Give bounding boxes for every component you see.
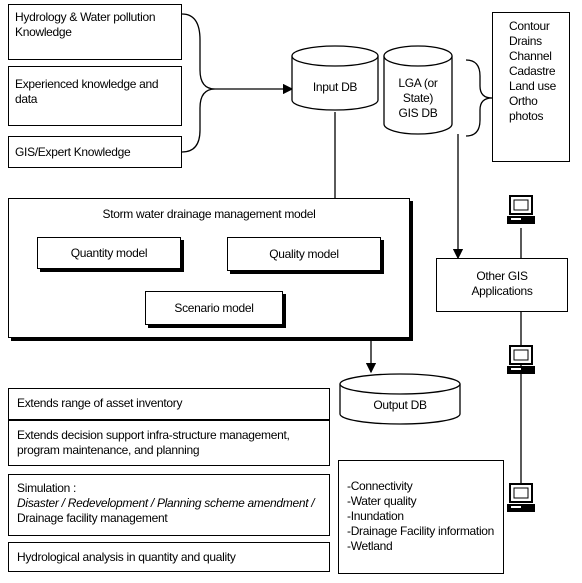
knowledge-hydrology-box: Hydrology & Water pollution Knowledge	[8, 4, 182, 60]
knowledge-hydrology-label: Hydrology & Water pollution Knowledge	[15, 10, 156, 39]
output-item: -Wetland	[347, 539, 393, 553]
simulation-detail: Disaster / Redevelopment / Planning sche…	[17, 496, 315, 510]
outcome-simulation-box: Simulation : Disaster / Redevelopment / …	[8, 474, 330, 536]
scenario-model-box: Scenario model	[145, 291, 283, 325]
storm-water-model-box: Storm water drainage management model Qu…	[8, 198, 410, 338]
knowledge-gis-box: GIS/Expert Knowledge	[8, 136, 182, 168]
computer-icon	[507, 345, 535, 374]
gis-db-line2: GIS DB	[398, 106, 438, 120]
gis-layer-item: Cadastre	[509, 64, 556, 78]
gis-db-cylinder	[383, 45, 453, 135]
computer-icon	[507, 195, 535, 224]
output-item: -Inundation	[347, 509, 404, 523]
outcome-asset-box: Extends range of asset inventory	[8, 388, 330, 420]
output-item: -Connectivity	[347, 479, 413, 493]
output-db-label: Output DB	[373, 398, 427, 412]
outcome-hydro-box: Hydrological analysis in quantity and qu…	[8, 542, 330, 572]
outcome-decision-box: Extends decision support infra-structure…	[8, 420, 330, 466]
knowledge-gis-label: GIS/Expert Knowledge	[15, 145, 131, 159]
gis-layer-item: Land use	[509, 79, 556, 93]
gis-db-label: LGA (or State) GIS DB	[384, 76, 452, 121]
output-item: -Drainage Facility information	[347, 524, 495, 538]
input-db-label: Input DB	[312, 80, 358, 94]
gis-layer-item: Channel	[509, 49, 552, 63]
outcome-hydro-label: Hydrological analysis in quantity and qu…	[17, 550, 236, 564]
computer-icon	[507, 483, 535, 512]
quantity-model-box: Quantity model	[37, 237, 181, 269]
output-item: -Water quality	[347, 494, 417, 508]
quality-model-box: Quality model	[227, 237, 381, 271]
gis-layers-box: Contour Drains Channel Cadastre Land use…	[492, 12, 570, 162]
quality-model-label: Quality model	[269, 247, 339, 261]
model-title: Storm water drainage management model	[102, 207, 316, 221]
outputs-box: -Connectivity -Water quality -Inundation…	[338, 460, 504, 574]
other-gis-line1: Other GIS	[476, 269, 528, 283]
gis-db-line1: LGA (or State)	[398, 76, 438, 105]
gis-layer-item: Drains	[509, 34, 542, 48]
output-db-cylinder	[339, 373, 461, 425]
other-gis-box: Other GIS Applications	[436, 258, 568, 312]
knowledge-experience-box: Experienced knowledge and data	[8, 66, 182, 126]
knowledge-experience-label: Experienced knowledge and data	[15, 77, 159, 106]
other-gis-line2: Applications	[471, 284, 533, 298]
gis-layer-item: Ortho	[509, 94, 538, 108]
gis-layer-item: Contour	[509, 19, 550, 33]
input-db-cylinder	[291, 45, 379, 111]
outcome-asset-label: Extends range of asset inventory	[17, 396, 183, 410]
gis-layer-item: photos	[509, 109, 544, 123]
quantity-model-label: Quantity model	[70, 246, 148, 260]
outcome-decision-label: Extends decision support infra-structure…	[17, 428, 290, 457]
simulation-title: Simulation :	[17, 481, 77, 495]
simulation-tail: Drainage facility management	[17, 511, 168, 525]
scenario-model-label: Scenario model	[174, 301, 254, 315]
